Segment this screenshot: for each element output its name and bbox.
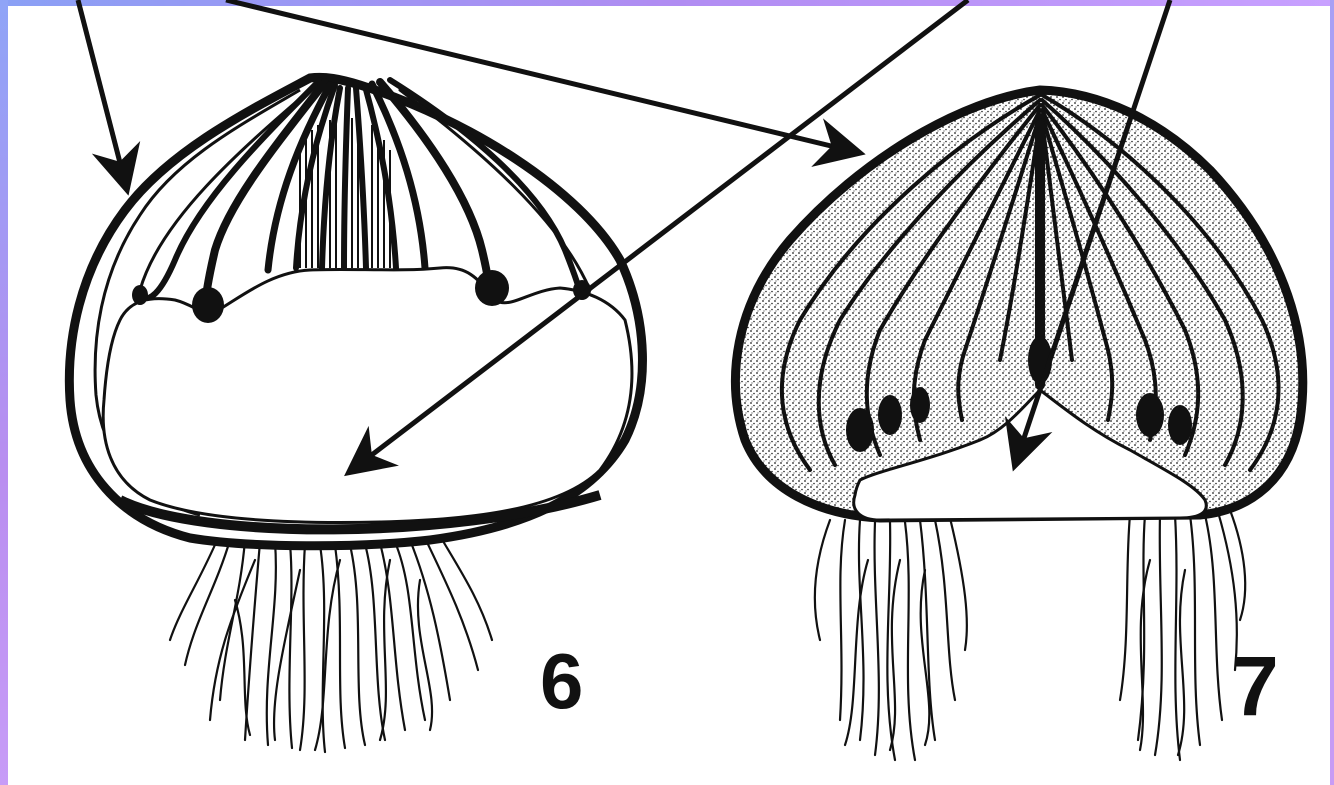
arrow-to-bulb-6-tunic [78,0,126,186]
bulb-7-roots [815,510,1245,760]
figure-label-6: 6 [540,642,583,720]
bulb-6-basal-plate [103,268,632,523]
bulb-7 [735,90,1302,760]
figure-label-7: 7 [1232,644,1279,728]
bulb-6-roots [170,536,492,752]
